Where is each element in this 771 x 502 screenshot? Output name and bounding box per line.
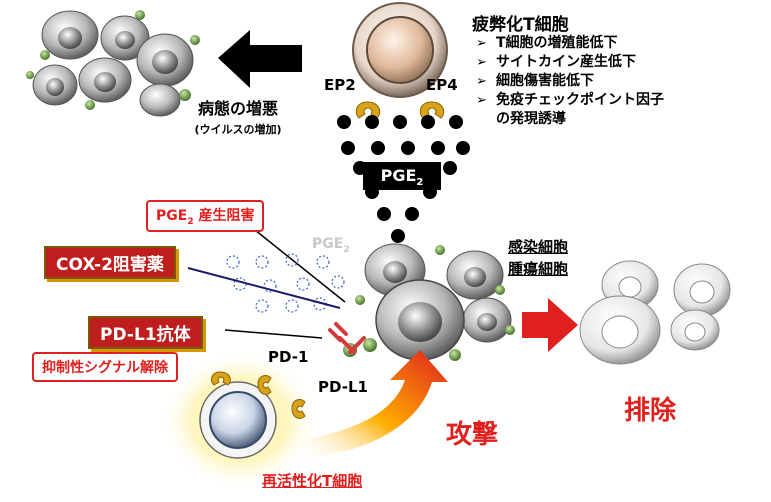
exhausted-t-cell bbox=[352, 2, 448, 98]
pge2-inhibition-sub: 2 bbox=[187, 216, 194, 227]
pge2-faded-main: PGE bbox=[312, 236, 344, 252]
attack-arrow bbox=[300, 350, 448, 460]
pge2-faded-sub: 2 bbox=[343, 244, 350, 255]
pathology-label: 病態の増悪 (ウイルスの増加) bbox=[178, 95, 298, 137]
pge2-faded-label: PGE2 bbox=[312, 236, 350, 255]
pge2-label-box: PGE2 bbox=[363, 162, 441, 190]
ep2-label: EP2 bbox=[324, 76, 356, 94]
eliminate-arrow bbox=[522, 298, 578, 352]
effect-item: 細胞傷害能低下 bbox=[474, 72, 664, 91]
pd-l1-label: PD-L1 bbox=[318, 378, 368, 396]
receptor-icon-right bbox=[291, 399, 306, 419]
attack-label: 攻撃 bbox=[446, 420, 499, 450]
pd-1-label: PD-1 bbox=[268, 348, 309, 366]
effect-item: T細胞の増殖能低下 bbox=[474, 34, 664, 53]
exhausted-t-cell-title: 疲弊化T細胞 bbox=[472, 15, 569, 35]
pd-1-receptor-icon bbox=[257, 375, 272, 395]
infected-cell-cluster-center bbox=[343, 243, 515, 361]
effect-item-continued: の発現誘導 bbox=[496, 111, 566, 127]
cox2-inhibitor-label: COX-2阻害薬 bbox=[44, 246, 176, 279]
reactivated-t-cell-label: 再活性化T細胞 bbox=[262, 472, 363, 490]
pge2-inhibition-label: PGE2 産生阻害 bbox=[146, 200, 265, 232]
effect-item: 免疫チェックポイント因子 bbox=[474, 91, 664, 110]
receptor-icon-top bbox=[211, 371, 231, 386]
pathology-subtitle: (ウイルスの増加) bbox=[194, 123, 282, 136]
exhausted-t-cell-effects: T細胞の増殖能低下 サイトカイン産生低下 細胞傷害能低下 免疫チェックポイント因… bbox=[474, 34, 664, 129]
target-line-2: 腫瘍細胞 bbox=[508, 260, 569, 278]
ep4-label: EP4 bbox=[426, 76, 458, 94]
target-line-1: 感染細胞 bbox=[508, 238, 569, 256]
worsening-arrow bbox=[218, 30, 302, 88]
pd-l1-antibody-label: PD-L1抗体 bbox=[88, 316, 203, 349]
effect-item: サイトカイン産生低下 bbox=[474, 53, 664, 72]
pge2-main: PGE bbox=[380, 166, 417, 185]
eliminate-label: 排除 bbox=[624, 396, 677, 426]
eliminated-cell-cluster bbox=[579, 260, 731, 365]
ep2-receptor-icon bbox=[355, 101, 381, 119]
pd-l1-antibody-icon bbox=[328, 322, 366, 354]
pge2-inhibition-suffix: 産生阻害 bbox=[193, 208, 255, 224]
inhibitory-signal-release-label: 抑制性シグナル解除 bbox=[32, 352, 178, 382]
ep4-receptor-icon bbox=[419, 101, 445, 119]
infected-cell-cluster-top bbox=[26, 10, 200, 117]
pge2-inhibition-main: PGE bbox=[156, 208, 188, 224]
reactivated-t-cell bbox=[199, 381, 277, 459]
target-cells-label: 感染細胞 腫瘍細胞 bbox=[508, 236, 568, 280]
pge2-sub: 2 bbox=[416, 177, 424, 189]
pathology-title: 病態の増悪 bbox=[197, 99, 278, 118]
